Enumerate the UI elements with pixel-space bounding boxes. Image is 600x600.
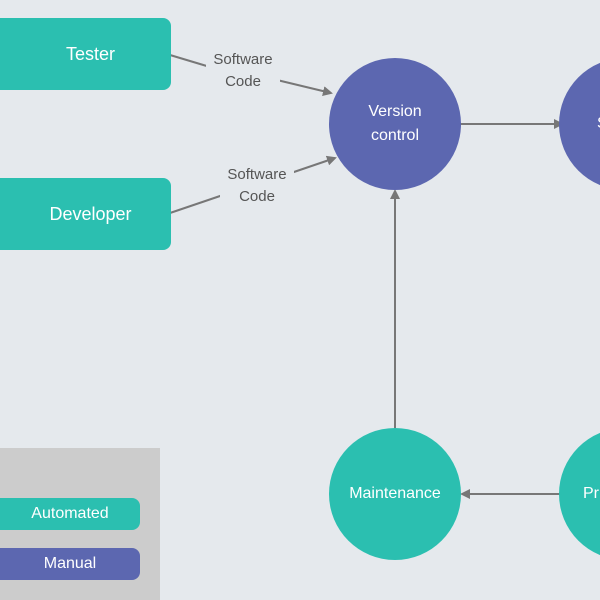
legend-item-automated: Automated bbox=[0, 498, 140, 530]
legend-label-automated: Automated bbox=[31, 505, 109, 522]
edge-tester-to-version-control-b bbox=[276, 79, 333, 96]
legend-item-manual: Manual bbox=[0, 548, 140, 580]
edge-label-line1: Software bbox=[213, 51, 273, 68]
developer-label: Developer bbox=[49, 203, 132, 224]
edge-developer-to-version-control-a bbox=[169, 194, 224, 214]
developer-node[interactable]: Developer bbox=[0, 178, 171, 250]
edge-label-line1: Software bbox=[227, 166, 287, 183]
tester-node[interactable]: Tester bbox=[0, 18, 171, 90]
version-control-label-line1: Version bbox=[368, 103, 422, 120]
edge-label-line2: Code bbox=[239, 188, 275, 205]
edge-label-tester-software-code: Software Code bbox=[206, 49, 280, 93]
maintenance-node[interactable]: Maintenance bbox=[329, 428, 461, 560]
right-bottom-label: Pr bbox=[583, 485, 599, 502]
legend-label-manual: Manual bbox=[43, 555, 97, 572]
edge-label-line2: Code bbox=[225, 73, 261, 90]
version-control-node[interactable]: Version control bbox=[329, 58, 461, 190]
edge-developer-to-version-control-b bbox=[290, 155, 337, 174]
version-control-label-line2: control bbox=[370, 127, 420, 144]
edge-label-developer-software-code: Software Code bbox=[220, 164, 294, 208]
edge-tester-to-version-control-a bbox=[169, 54, 211, 68]
maintenance-label: Maintenance bbox=[349, 485, 441, 502]
right-top-label: S bbox=[597, 112, 600, 136]
legend: Automated Manual bbox=[0, 448, 160, 600]
tester-label: Tester bbox=[65, 43, 116, 64]
